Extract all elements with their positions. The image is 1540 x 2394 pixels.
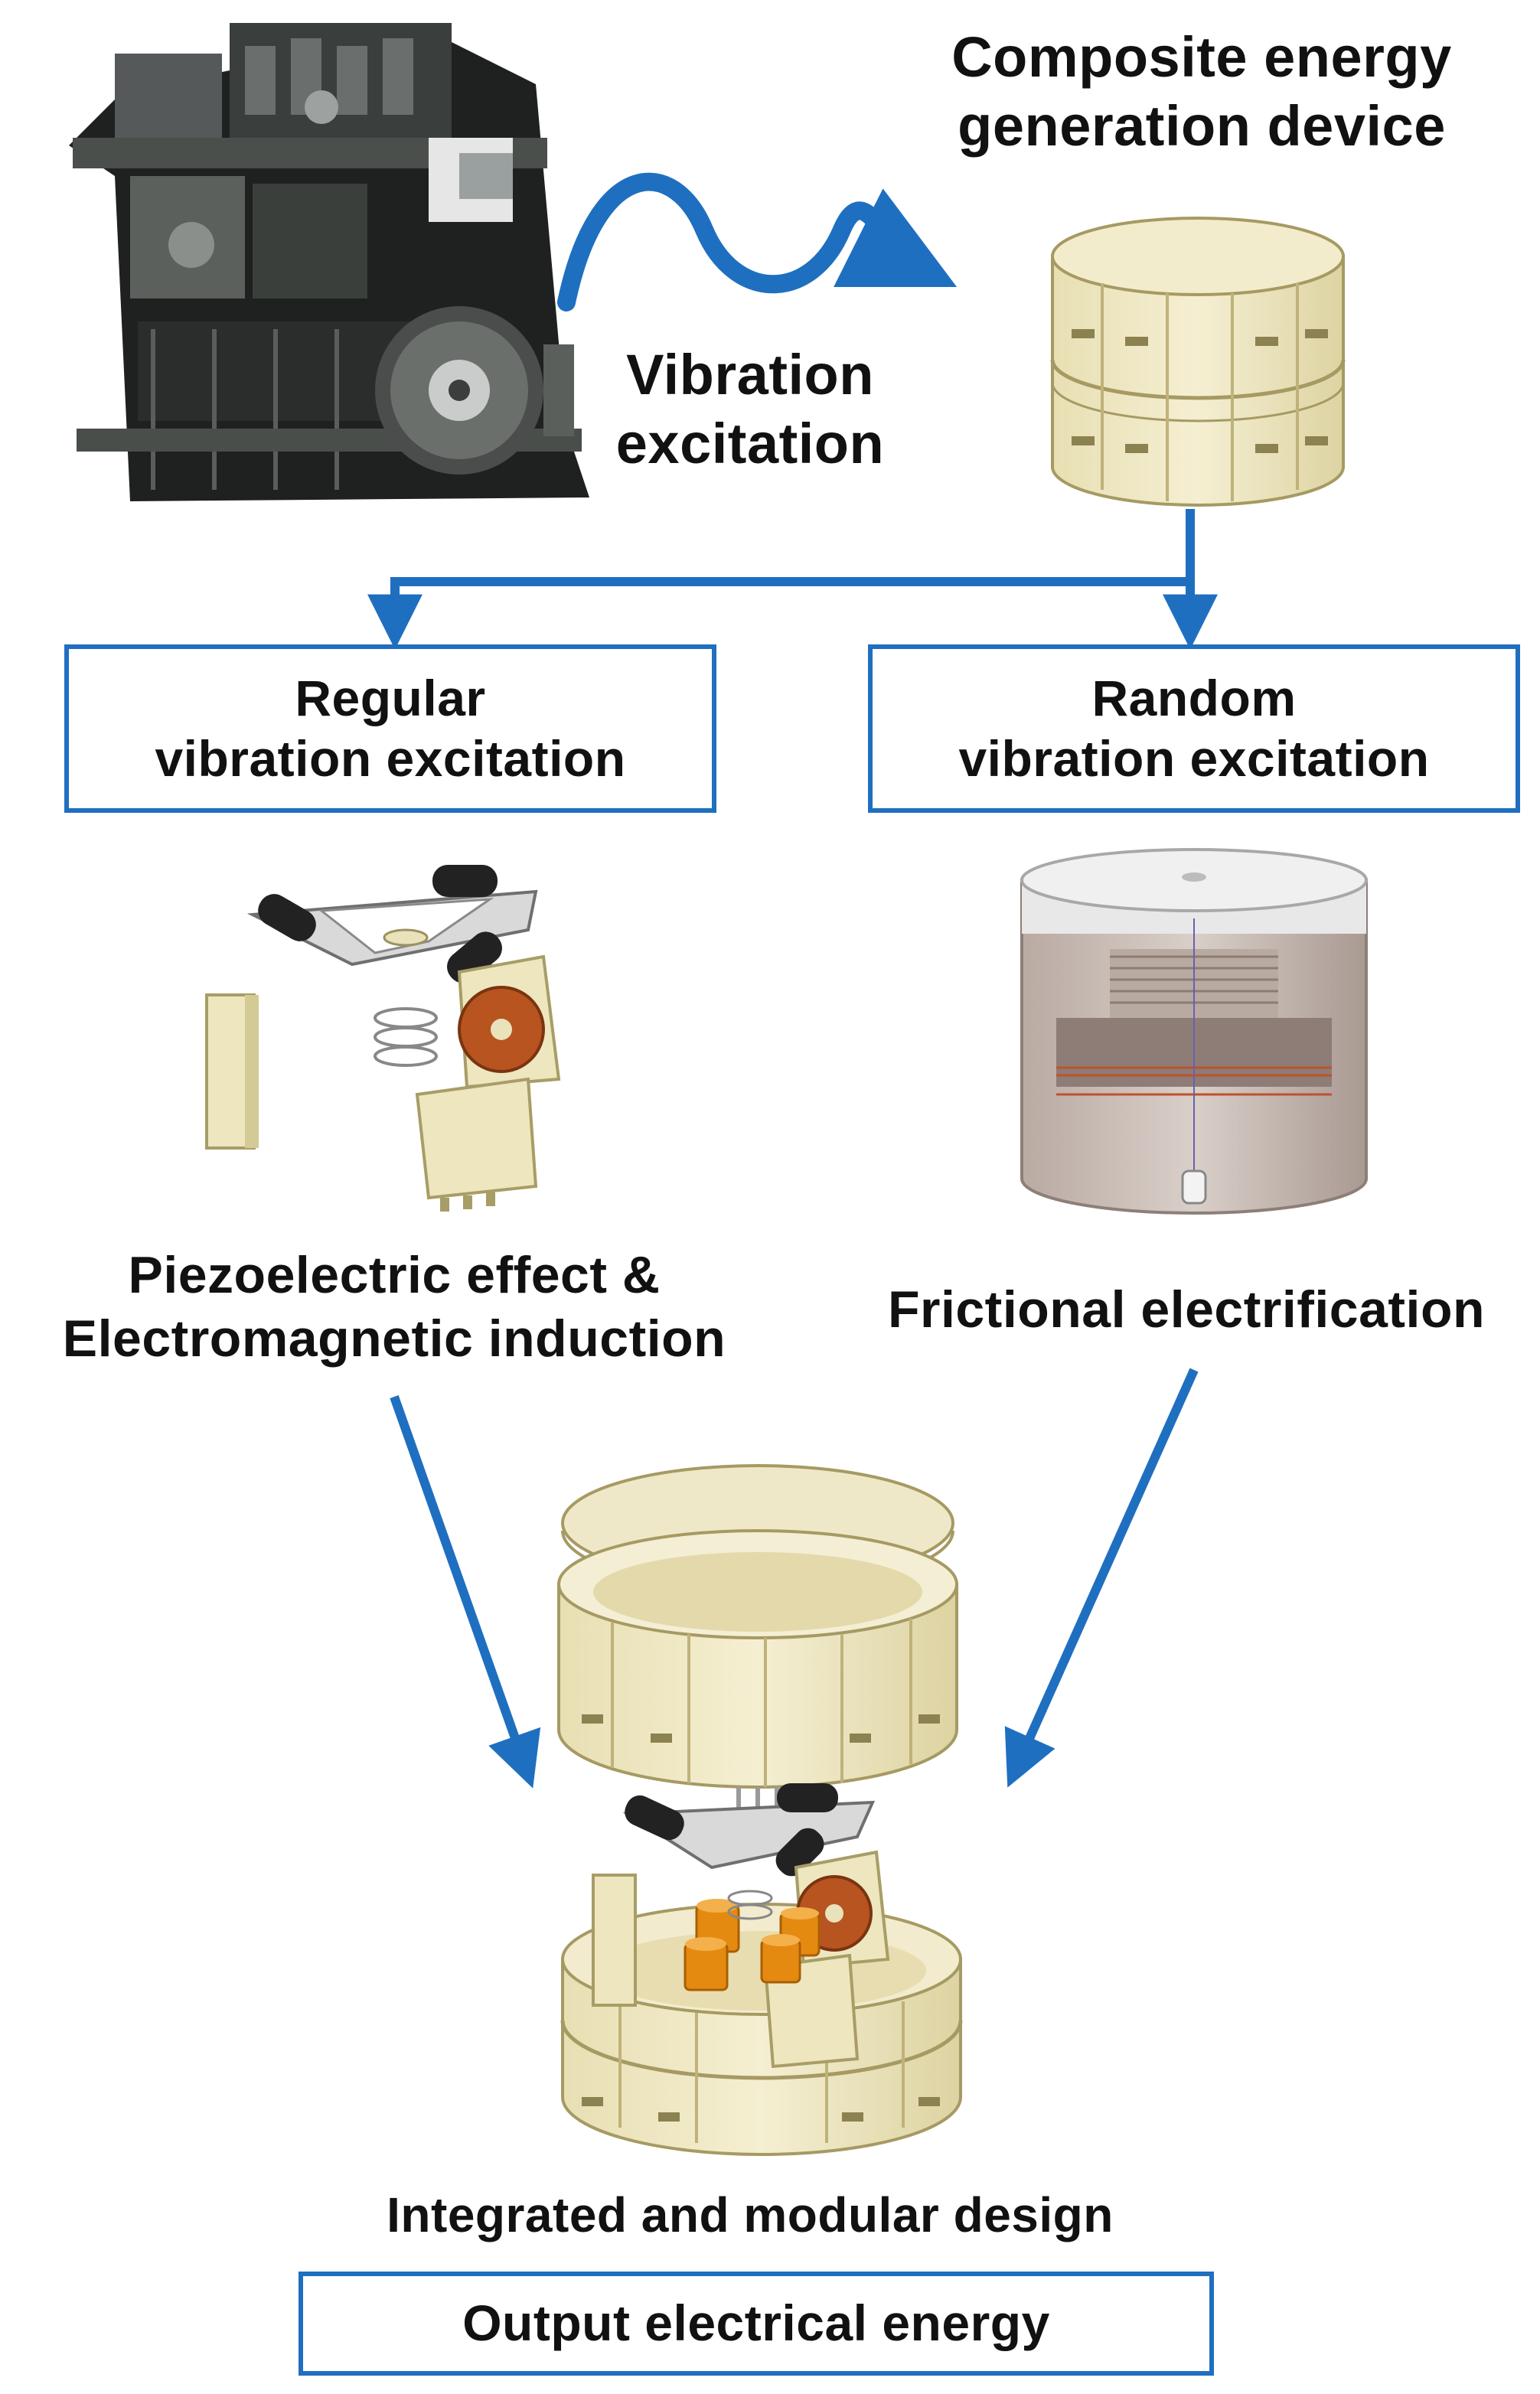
integrated-text: Integrated and modular design <box>387 2187 1114 2242</box>
integrated-design-label: Integrated and modular design <box>291 2185 1209 2245</box>
split-connector-arrows <box>367 509 1218 650</box>
vibration-line2: excitation <box>615 412 885 476</box>
arrow-left-to-integrated <box>390 1394 541 1789</box>
composite-device-title: Composite energy generation device <box>857 23 1540 161</box>
regular-box-line1: Regular <box>295 669 486 726</box>
output-box-text: Output electrical energy <box>462 2295 1050 2352</box>
device-title-line2: generation device <box>958 94 1446 158</box>
ship-engine-image <box>69 23 589 501</box>
regular-vibration-box: Regular vibration excitation <box>64 644 716 813</box>
piezo-line2: Electromagnetic induction <box>62 1309 726 1368</box>
arrow-right-to-integrated <box>1004 1368 1199 1788</box>
piezo-electromagnetic-label: Piezoelectric effect & Electromagnetic i… <box>0 1244 788 1371</box>
frictional-electrification-label: Frictional electrification <box>834 1278 1538 1342</box>
random-vibration-box: Random vibration excitation <box>868 644 1520 813</box>
device-title-line1: Composite energy <box>951 25 1452 89</box>
vibration-excitation-label: Vibration excitation <box>551 341 949 479</box>
triboelectric-module-image <box>1020 848 1368 1215</box>
random-box-line2: vibration excitation <box>958 730 1430 787</box>
integrated-device-image <box>557 1464 963 2156</box>
regular-box-line2: vibration excitation <box>155 730 626 787</box>
composite-device-image <box>1050 217 1346 507</box>
vibration-line1: Vibration <box>626 343 874 406</box>
output-energy-box: Output electrical energy <box>299 2272 1214 2376</box>
frictional-text: Frictional electrification <box>887 1280 1486 1339</box>
random-box-line1: Random <box>1091 669 1297 726</box>
piezo-line1: Piezoelectric effect & <box>128 1246 661 1304</box>
vibration-wave-arrow <box>557 172 958 311</box>
piezo-electromagnetic-module-image <box>205 865 561 1212</box>
